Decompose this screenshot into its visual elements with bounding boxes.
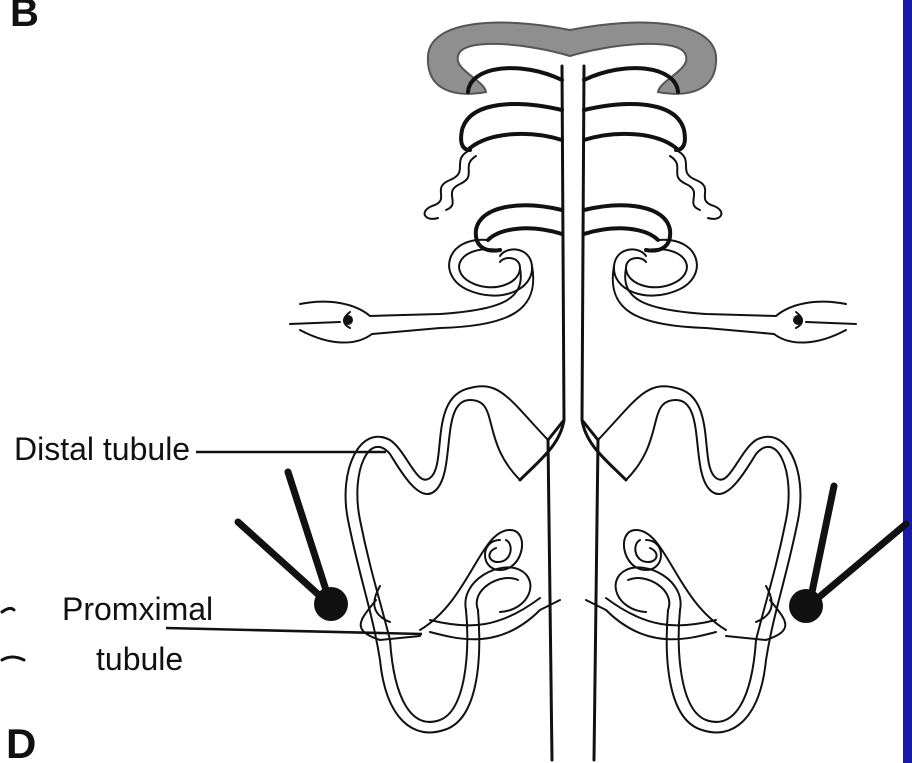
left-edge-fragment [2, 608, 14, 612]
glomerulus-mid-right [793, 315, 803, 325]
proximal-tubule-label-line1: Promximal [62, 591, 213, 627]
panel-border [903, 0, 912, 763]
left-edge-fragment [2, 657, 24, 660]
proximal-tubule-leader [166, 628, 422, 634]
vessel-mid-left [290, 322, 340, 324]
arcuate-branches [461, 68, 685, 251]
glomerulus-lower-left [238, 472, 348, 621]
collecting-duct [520, 66, 626, 760]
distal-tubule-label: Distal tubule [14, 431, 190, 467]
lower-nephron-left [346, 386, 560, 732]
proximal-tubule-label-line2: tubule [96, 641, 183, 677]
mid-nephron-left [300, 240, 533, 343]
lower-nephron-right [586, 386, 800, 732]
vessel-mid-right [806, 322, 856, 324]
panel-letter-b: B [10, 0, 39, 35]
panel-letter-d: D [6, 720, 36, 763]
mid-nephron-right [613, 240, 846, 343]
glomerulus-mid-left [343, 315, 353, 325]
convoluted-segments-upper [425, 150, 722, 219]
glomerulus-lower-right [789, 486, 906, 623]
